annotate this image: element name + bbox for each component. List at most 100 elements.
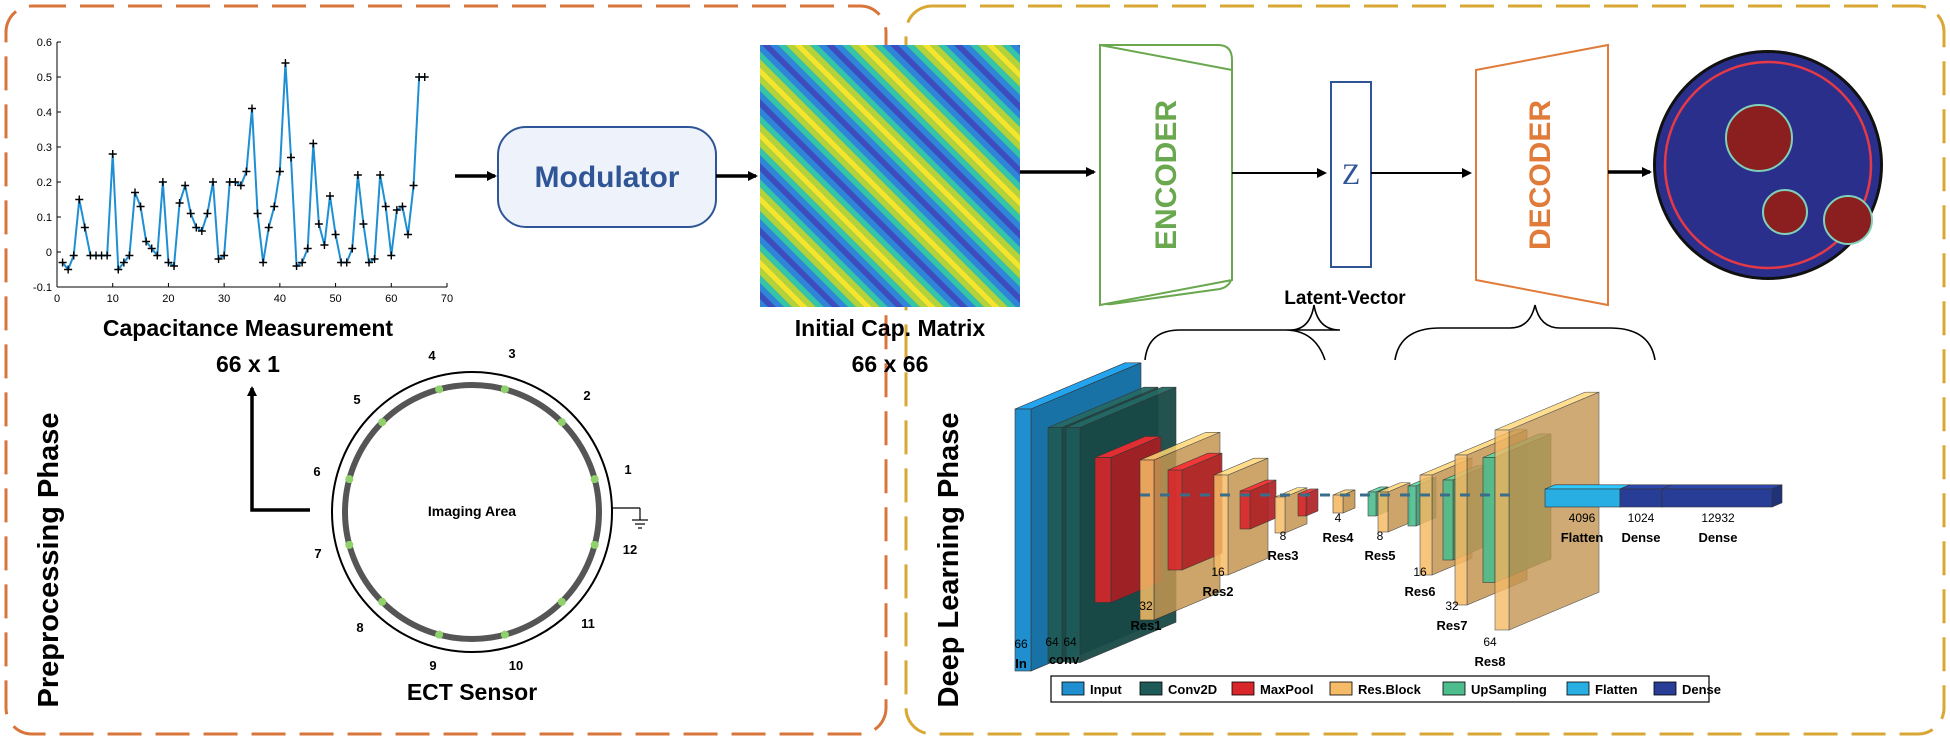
layer-name-label: Res1 — [1130, 618, 1161, 633]
x-tick-label: 0 — [54, 293, 60, 305]
data-point — [69, 251, 78, 260]
layer-name-label: Res7 — [1436, 618, 1467, 633]
data-point — [58, 258, 67, 267]
decoder-brace — [1394, 304, 1656, 361]
decoder-label: DECODER — [1524, 100, 1557, 250]
electrode-mark — [345, 540, 354, 549]
data-point — [136, 202, 145, 211]
data-point — [275, 167, 284, 176]
layer-name-label: Flatten — [1561, 530, 1604, 545]
x-tick-label: 20 — [162, 293, 174, 305]
arrow-sensor-to-measurement — [247, 386, 310, 512]
x-tick-label: 40 — [274, 293, 286, 305]
layer-size-label: 32 — [1139, 599, 1153, 613]
electrode-mark — [378, 418, 387, 427]
data-point — [342, 258, 351, 267]
matrix-stripe — [874, 45, 1020, 191]
electrode-mark — [557, 597, 566, 606]
legend-swatch — [1653, 681, 1677, 696]
data-point — [259, 258, 268, 267]
encoder-brace-line — [1145, 318, 1330, 360]
electrode-label: 7 — [314, 546, 321, 561]
legend-swatch — [1231, 681, 1255, 696]
layer-size-label: 8 — [1280, 529, 1287, 543]
data-point — [409, 181, 418, 190]
layer-size-label: 64 — [1063, 635, 1077, 649]
electrode-label: 1 — [624, 462, 631, 477]
x-tick-label: 60 — [385, 293, 397, 305]
x-tick-label: 50 — [329, 293, 341, 305]
matrix-stripe — [786, 45, 1020, 279]
electrode-mark — [557, 418, 566, 427]
data-point — [309, 139, 318, 148]
data-point — [303, 244, 312, 253]
matrix-stripe — [946, 45, 1020, 119]
data-point — [381, 202, 390, 211]
encoder-label: ENCODER — [1150, 100, 1183, 250]
ect-sensor-title: ECT Sensor — [407, 679, 537, 705]
legend-swatch — [1566, 681, 1590, 696]
res-block — [1494, 391, 1600, 631]
matrix-stripe — [930, 45, 1020, 135]
matrix-stripe — [1010, 45, 1020, 55]
layer-size-label: 8 — [1377, 529, 1384, 543]
layer-size-label: 66 — [1014, 637, 1028, 651]
matrix-stripe — [794, 45, 1020, 271]
data-point — [209, 178, 217, 186]
data-point — [292, 262, 301, 270]
data-point — [203, 209, 212, 218]
data-point — [287, 153, 295, 162]
layer-name-label: conv — [1049, 652, 1080, 667]
matrix-stripe — [1018, 45, 1020, 47]
layer-size-label: 4 — [1335, 511, 1342, 525]
data-point — [326, 192, 334, 200]
matrix-stripe — [1002, 45, 1020, 63]
data-point — [231, 178, 240, 186]
matrix-stripe — [978, 45, 1020, 87]
matrix-stripe — [778, 45, 1020, 287]
data-point — [64, 265, 73, 274]
matrix-stripe — [962, 45, 1020, 103]
capacitance-subtitle: 66 x 1 — [216, 351, 280, 377]
layer-name-label: Res5 — [1364, 548, 1395, 563]
maxpool-block — [1167, 452, 1223, 571]
data-point — [186, 209, 195, 218]
electrode-mark — [378, 597, 387, 606]
matrix-stripe — [826, 45, 1020, 239]
layer-size-label: 64 — [1045, 635, 1059, 649]
data-point — [392, 206, 401, 214]
matrix-stripe — [954, 45, 1020, 111]
layer-name-label: Res6 — [1404, 584, 1435, 599]
latent-vector-box — [1330, 81, 1372, 268]
electrode-mark — [435, 385, 444, 394]
modulator-label: Modulator — [535, 161, 680, 194]
matrix-stripe — [802, 45, 1020, 263]
data-point — [253, 209, 262, 218]
layer-name-label: In — [1015, 656, 1027, 671]
electrode-mark — [500, 385, 509, 394]
data-point — [331, 230, 340, 239]
capacitance-title: Capacitance Measurement — [103, 315, 394, 341]
data-point — [387, 251, 396, 260]
matrix-stripe — [994, 45, 1020, 71]
layer-name-label: Res8 — [1474, 654, 1505, 669]
layer-size-label: 12932 — [1701, 511, 1735, 525]
data-point — [353, 171, 362, 179]
data-point — [103, 251, 112, 260]
data-point — [80, 223, 89, 232]
data-point — [158, 178, 167, 186]
x-tick-label: 30 — [218, 293, 230, 305]
data-point — [114, 265, 123, 274]
data-point — [376, 171, 385, 179]
data-point — [170, 262, 178, 270]
matrix-stripe — [890, 45, 1020, 175]
data-point — [370, 255, 379, 263]
legend-label: UpSampling — [1471, 682, 1547, 697]
matrix-stripe — [970, 45, 1020, 95]
layer-size-label: 1024 — [1628, 511, 1655, 525]
electrode-label: 4 — [428, 348, 436, 363]
matrix-stripe — [866, 45, 1020, 199]
y-tick-label: 0.3 — [37, 142, 52, 154]
